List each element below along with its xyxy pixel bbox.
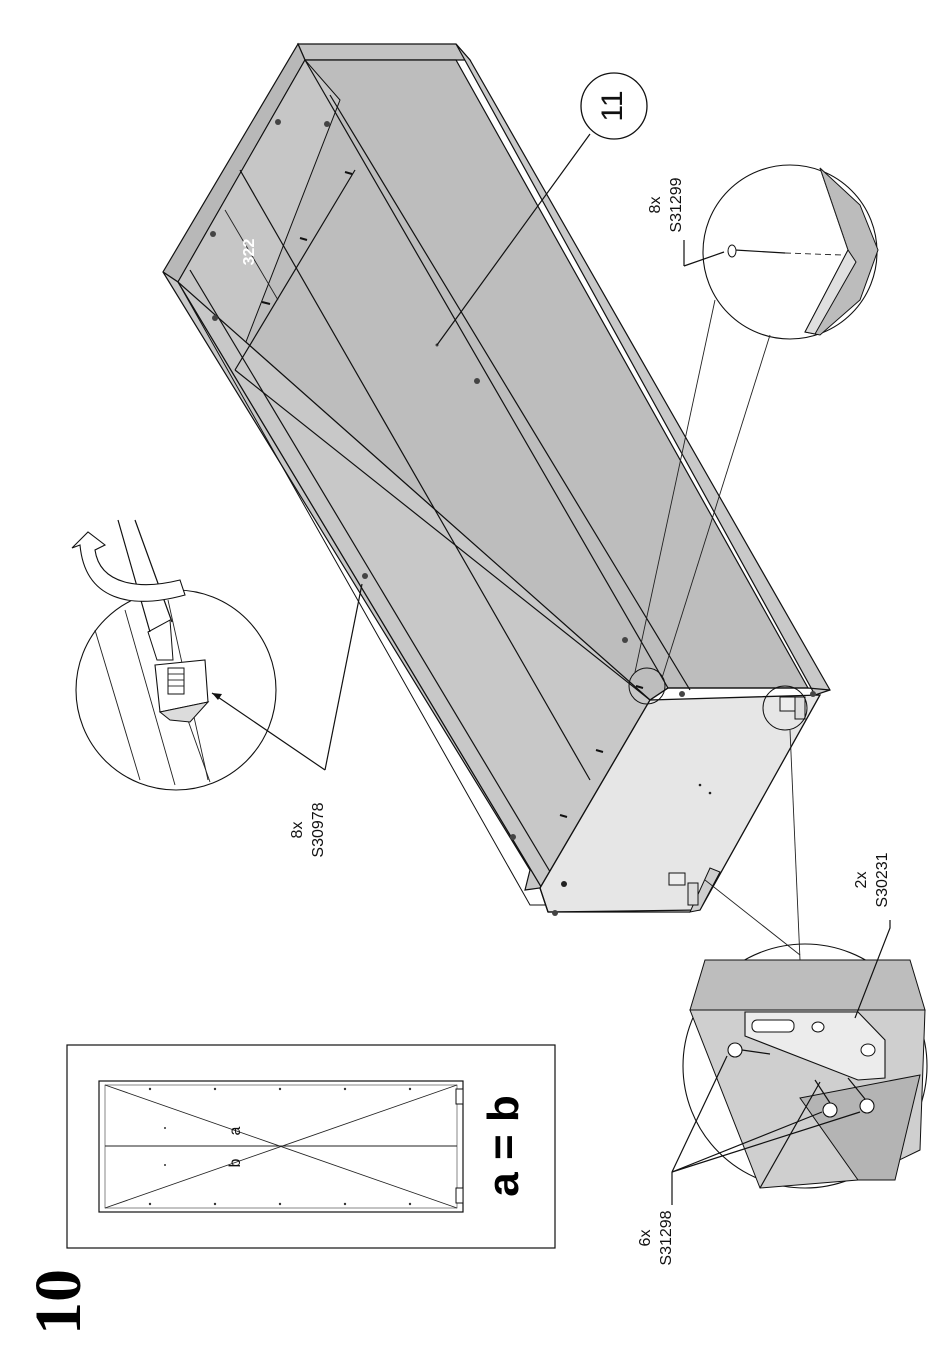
dowel-qty: 8x [647, 197, 664, 214]
part-number: 11 [596, 90, 629, 121]
screw-qty: 6x [637, 1230, 654, 1247]
bracket-code: S30231 [874, 852, 891, 907]
screw-code: S31298 [658, 1210, 675, 1265]
bolt-detail: 8x S30978 [72, 520, 362, 858]
label-b: b [227, 1158, 244, 1167]
step-number: 10 [22, 1269, 95, 1335]
bolt-qty: 8x [289, 822, 306, 839]
label-a: a [227, 1126, 244, 1135]
cabinet-body: 322 [163, 44, 830, 916]
bracket-qty: 2x [853, 872, 870, 889]
dowel-code: S31299 [668, 177, 685, 232]
bolt-code: S30978 [310, 802, 327, 857]
diagonal-check-panel: a b a = b [67, 1045, 555, 1248]
dimension-322: 322 [241, 239, 258, 266]
equation-a-equals-b: a = b [479, 1095, 528, 1197]
